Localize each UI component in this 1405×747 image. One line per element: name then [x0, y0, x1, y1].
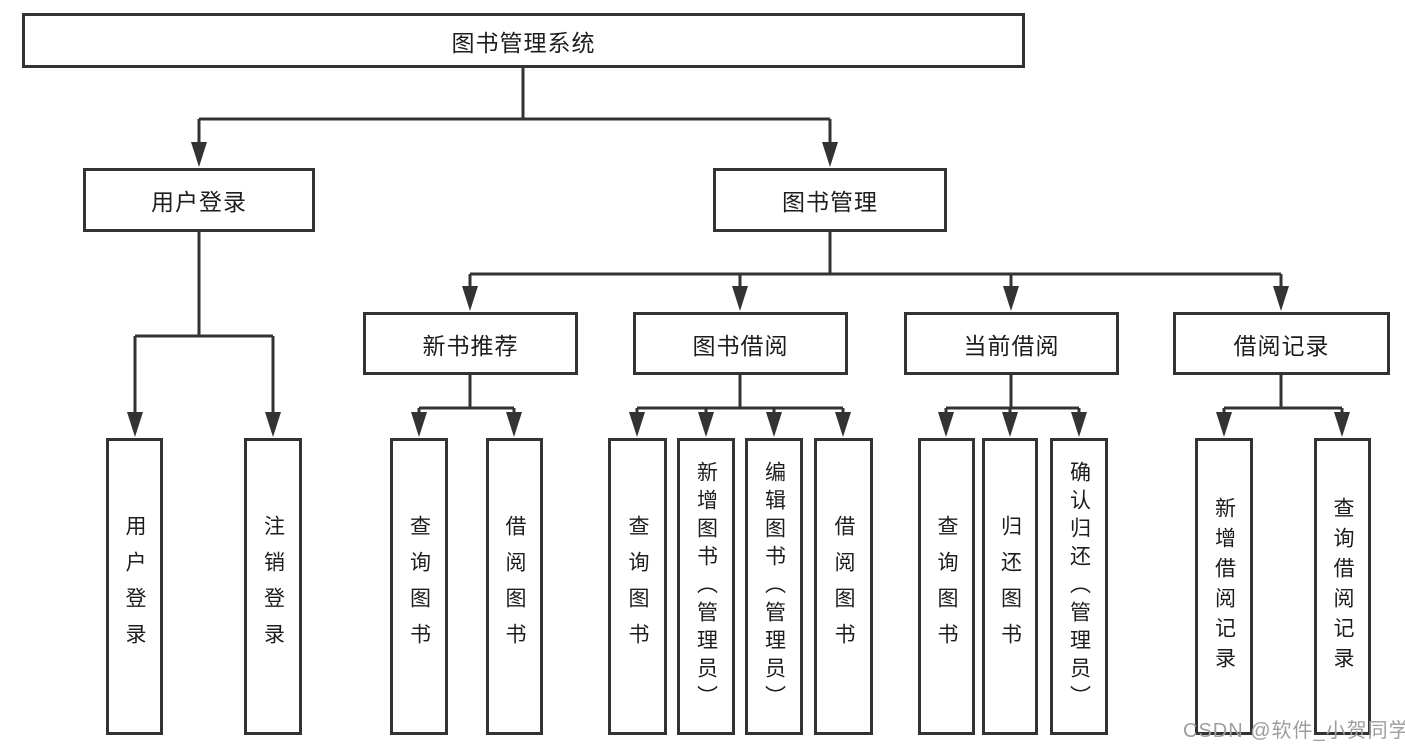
node-user-login-action: 用户登录 [106, 438, 163, 735]
arrowhead [127, 412, 143, 437]
arrowhead [1273, 286, 1289, 311]
node-bb-borrow-book: 借阅图书 [814, 438, 873, 735]
node-bb-query-book: 查询图书 [608, 438, 667, 735]
node-cb-confirm-return-admin: 确认归还（管理员） [1050, 438, 1108, 735]
arrowhead [698, 412, 714, 437]
node-label: 用户登录 [123, 514, 146, 659]
node-label: 查询借阅记录 [1331, 496, 1354, 677]
node-br-query-record: 查询借阅记录 [1314, 438, 1371, 735]
node-br-add-record: 新增借阅记录 [1195, 438, 1253, 735]
node-label: 图书借阅 [692, 332, 789, 359]
arrowhead [938, 412, 954, 437]
arrowhead [822, 142, 838, 167]
arrowhead [506, 412, 522, 437]
arrowhead [1003, 286, 1019, 311]
arrowhead [1216, 412, 1232, 437]
arrowhead [835, 412, 851, 437]
node-label: 新书推荐 [422, 332, 519, 359]
node-current-borrow: 当前借阅 [904, 312, 1119, 375]
node-bb-add-book-admin: 新增图书（管理员） [677, 438, 735, 735]
node-cb-return-book: 归还图书 [982, 438, 1038, 735]
arrowhead [191, 142, 207, 167]
node-label: 注销登录 [261, 514, 285, 659]
node-label: 查询图书 [626, 514, 649, 659]
arrowhead [766, 412, 782, 437]
node-label: 当前借阅 [963, 332, 1060, 359]
node-label: 查询图书 [407, 514, 431, 659]
node-label: 归还图书 [998, 514, 1022, 659]
node-book-management: 图书管理 [713, 168, 947, 232]
node-label: 确认归还（管理员） [1067, 460, 1091, 713]
node-label: 查询图书 [935, 514, 958, 659]
arrowheads [127, 142, 1350, 437]
node-label: 用户登录 [151, 189, 247, 215]
node-user-login: 用户登录 [83, 168, 315, 232]
node-borrow-records: 借阅记录 [1173, 312, 1390, 375]
arrowhead [462, 286, 478, 311]
node-logout-action: 注销登录 [244, 438, 302, 735]
arrowhead [1071, 412, 1087, 437]
arrowhead [411, 412, 427, 437]
node-label: 借阅图书 [503, 514, 526, 659]
node-label: 借阅记录 [1233, 332, 1330, 359]
node-bb-edit-book-admin: 编辑图书（管理员） [745, 438, 803, 735]
arrowhead [629, 412, 645, 437]
arrowhead [265, 412, 281, 437]
node-label: 编辑图书（管理员） [762, 460, 786, 713]
node-nb-query-book: 查询图书 [390, 438, 448, 735]
arrowhead [732, 286, 748, 311]
node-new-book-recommend: 新书推荐 [363, 312, 578, 375]
node-label: 新增借阅记录 [1212, 496, 1236, 677]
node-label: 借阅图书 [832, 514, 855, 659]
node-book-borrow: 图书借阅 [633, 312, 848, 375]
node-nb-borrow-book: 借阅图书 [486, 438, 543, 735]
node-label: 图书管理 [782, 189, 878, 215]
node-cb-query-book: 查询图书 [918, 438, 975, 735]
watermark: CSDN @软件_小贺同学 [1183, 720, 1405, 742]
node-label: 新增图书（管理员） [694, 460, 718, 713]
node-label: 图书管理系统 [451, 29, 596, 56]
node-library-system: 图书管理系统 [22, 13, 1025, 68]
arrowhead [1002, 412, 1018, 437]
arrowhead [1334, 412, 1350, 437]
